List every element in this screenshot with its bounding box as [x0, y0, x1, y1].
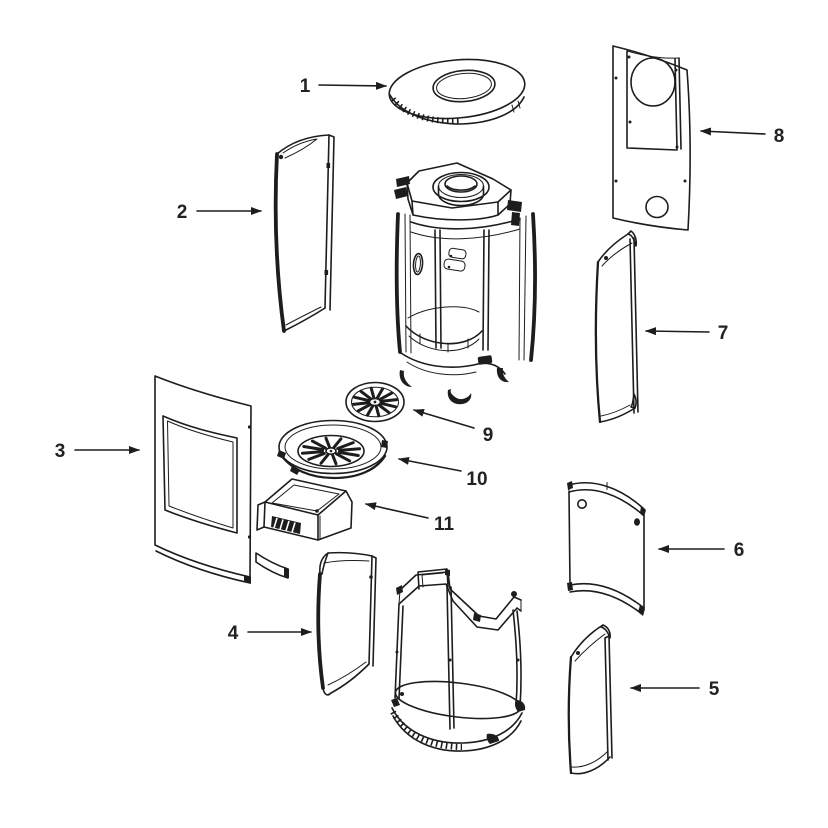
callout-arrow-11 [365, 502, 429, 519]
callout-label-2: 2 [177, 202, 188, 223]
part-11-ash-pan [256, 478, 353, 541]
part-8-back-panel [612, 45, 691, 231]
callout-11: 11 [365, 502, 455, 535]
callout-1: 1 [300, 76, 387, 97]
callout-3: 3 [55, 441, 140, 462]
callout-label-7: 7 [718, 323, 729, 344]
callout-4: 4 [228, 623, 312, 644]
callout-arrow-7 [645, 327, 710, 336]
callout-label-4: 4 [228, 623, 239, 644]
callout-label-3: 3 [55, 441, 66, 462]
callout-2: 2 [177, 202, 262, 223]
firebox-assembly [394, 162, 537, 405]
callout-arrow-1 [318, 81, 387, 90]
part-3-front-panel [154, 375, 289, 584]
part-2-upper-left-side-panel [273, 134, 335, 333]
part-5-lower-right-side-panel [567, 624, 613, 775]
callout-arrow-8 [700, 127, 766, 136]
callout-label-1: 1 [300, 76, 311, 97]
callout-8: 8 [700, 126, 785, 147]
part-4-lower-left-side-panel [316, 551, 377, 696]
callout-label-6: 6 [734, 540, 745, 561]
part-10-burn-pot [277, 419, 388, 480]
callout-label-8: 8 [774, 126, 785, 147]
callout-6: 6 [658, 540, 745, 561]
callout-10: 10 [398, 456, 488, 490]
callout-label-9: 9 [483, 425, 494, 446]
callout-label-5: 5 [709, 679, 720, 700]
callout-7: 7 [645, 323, 729, 344]
callout-arrow-9 [413, 409, 475, 429]
part-1-top-plate [388, 58, 526, 125]
part-9-round-grate [345, 381, 405, 423]
part-7-upper-right-side-panel [594, 230, 639, 424]
callout-5: 5 [630, 679, 720, 700]
callout-9: 9 [413, 409, 494, 446]
callout-label-10: 10 [466, 469, 487, 490]
callout-arrow-10 [398, 456, 462, 472]
base-assembly [390, 568, 526, 752]
callout-label-11: 11 [434, 514, 455, 535]
part-6-lower-back-panel [567, 481, 646, 616]
